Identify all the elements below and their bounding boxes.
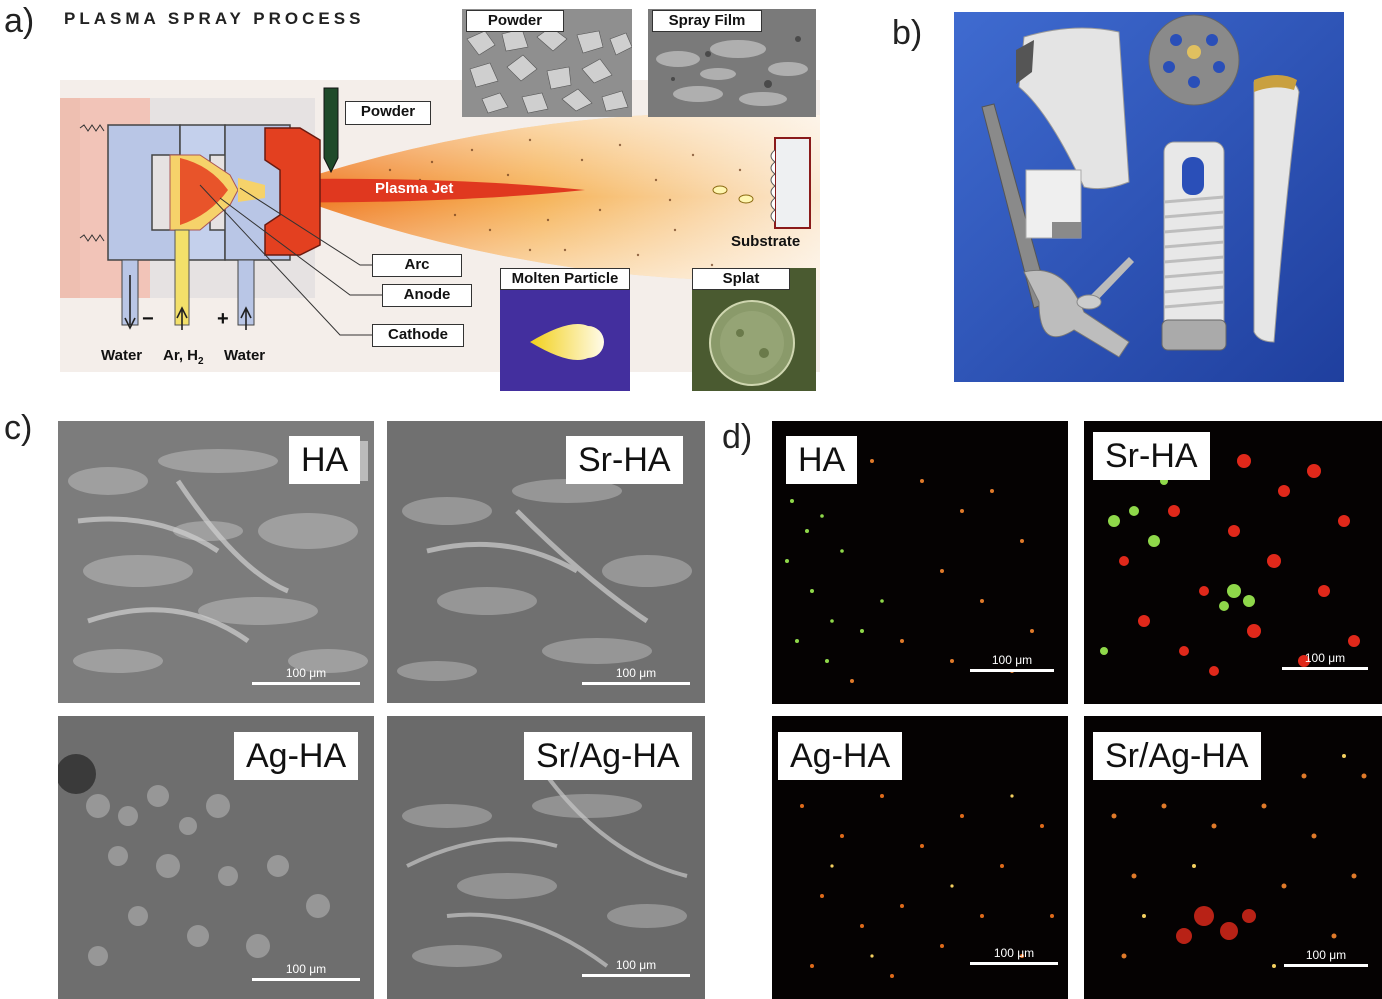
gas-label: Ar, H2 bbox=[163, 347, 204, 367]
minus-sign: − bbox=[142, 308, 154, 330]
panel-c-letter: c) bbox=[4, 409, 33, 447]
fluorescence-scale-sr-ha: 100 μm bbox=[1282, 651, 1368, 670]
powder-top-label: Powder bbox=[466, 10, 564, 32]
fluorescence-scale-ha-text: 100 μm bbox=[991, 653, 1033, 667]
plasma-spray-diagram bbox=[60, 80, 820, 372]
sem-label-sr-ha: Sr-HA bbox=[566, 436, 683, 484]
substrate-label: Substrate bbox=[731, 233, 801, 250]
fluorescence-scale-ha-bar bbox=[970, 669, 1054, 672]
implant-photo bbox=[954, 12, 1344, 382]
fluorescence-scale-ag-ha-text: 100 μm bbox=[993, 946, 1035, 960]
fluorescence-label-sr-ha: Sr-HA bbox=[1093, 432, 1210, 480]
sem-scale-sr-ag-ha: 100 μm bbox=[582, 958, 690, 977]
spray-film-label: Spray Film bbox=[652, 10, 762, 32]
fluorescence-scale-sr-ha-bar bbox=[1282, 667, 1368, 670]
sem-scale-sr-ha-bar bbox=[582, 682, 690, 685]
fluorescence-scale-sr-ag-ha: 100 μm bbox=[1284, 948, 1368, 967]
molten-particle-label: Molten Particle bbox=[500, 268, 630, 290]
sem-scale-ag-ha-bar bbox=[252, 978, 360, 981]
panel-b-letter: b) bbox=[892, 14, 923, 52]
fluorescence-scale-sr-ha-text: 100 μm bbox=[1304, 651, 1346, 665]
panel-a-title: PLASMA SPRAY PROCESS bbox=[64, 9, 365, 28]
panel-d-letter: d) bbox=[722, 418, 753, 456]
powder-feed-label: Powder bbox=[345, 101, 431, 125]
sem-scale-ag-ha-text: 100 μm bbox=[285, 962, 327, 976]
sem-label-sr-ag-ha: Sr/Ag-HA bbox=[524, 732, 692, 780]
sem-image-sr-ag-ha bbox=[387, 716, 705, 999]
sem-scale-ag-ha: 100 μm bbox=[252, 962, 360, 981]
plus-sign: + bbox=[217, 308, 229, 330]
sem-scale-ha: 100 μm bbox=[252, 666, 360, 685]
plasma-jet-label: Plasma Jet bbox=[375, 180, 454, 197]
panel-a-letter: a) bbox=[4, 2, 35, 40]
arc-label: Arc bbox=[372, 254, 462, 277]
sem-scale-sr-ag-ha-bar bbox=[582, 974, 690, 977]
sem-scale-sr-ag-ha-text: 100 μm bbox=[615, 958, 657, 972]
water-right-label: Water bbox=[224, 347, 266, 364]
sem-label-ag-ha: Ag-HA bbox=[234, 732, 359, 780]
gas-label-text: Ar, H bbox=[163, 347, 199, 364]
sem-scale-sr-ha: 100 μm bbox=[582, 666, 690, 685]
sem-scale-sr-ha-text: 100 μm bbox=[615, 666, 657, 680]
gas-label-subscript: 2 bbox=[198, 356, 204, 367]
splat-label: Splat bbox=[692, 268, 790, 290]
fluorescence-scale-ag-ha: 100 μm bbox=[970, 946, 1058, 965]
sem-label-ha: HA bbox=[289, 436, 361, 484]
fluorescence-scale-ag-ha-bar bbox=[970, 962, 1058, 965]
sem-scale-ha-text: 100 μm bbox=[285, 666, 327, 680]
anode-label: Anode bbox=[382, 284, 472, 307]
fluorescence-label-ha: HA bbox=[786, 436, 858, 484]
sem-scale-ha-bar bbox=[252, 682, 360, 685]
fluorescence-scale-ha: 100 μm bbox=[970, 653, 1054, 672]
fluorescence-label-sr-ag-ha: Sr/Ag-HA bbox=[1093, 732, 1261, 780]
spray-film-micrograph bbox=[648, 9, 816, 117]
fluorescence-label-ag-ha: Ag-HA bbox=[778, 732, 903, 780]
water-left-label: Water bbox=[101, 347, 143, 364]
fluorescence-scale-sr-ag-ha-text: 100 μm bbox=[1305, 948, 1347, 962]
fluorescence-scale-sr-ag-ha-bar bbox=[1284, 964, 1368, 967]
cathode-label: Cathode bbox=[372, 324, 464, 347]
